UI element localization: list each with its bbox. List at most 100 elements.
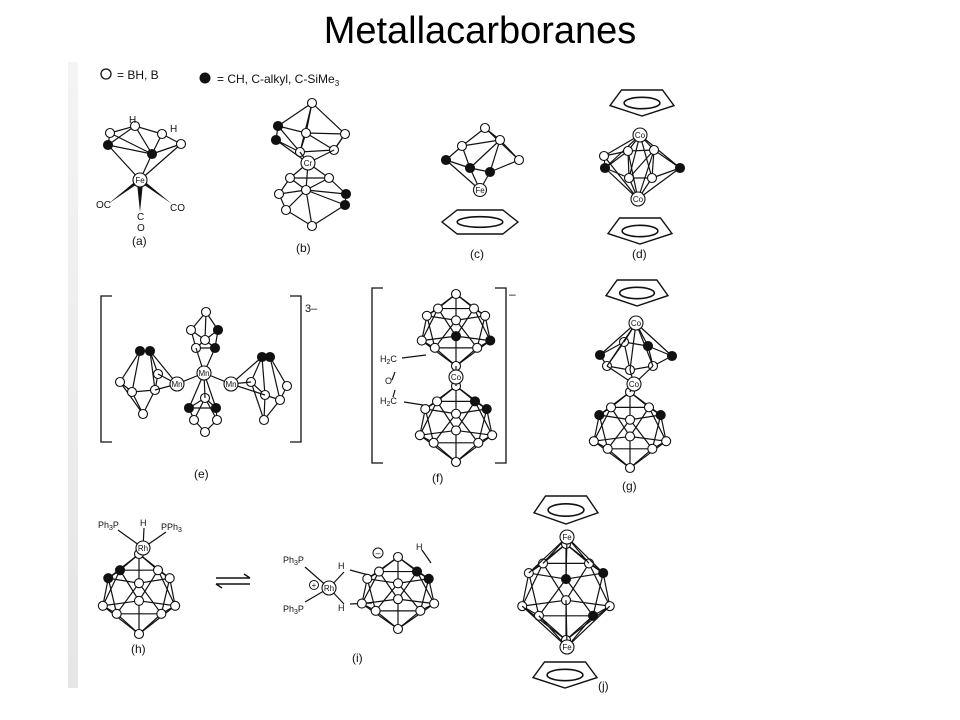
bond bbox=[305, 189, 347, 195]
metal-symbol: Co bbox=[635, 131, 646, 140]
metal-atom bbox=[559, 639, 575, 655]
bond bbox=[455, 408, 487, 415]
metal-atom bbox=[169, 376, 185, 392]
bond bbox=[538, 578, 567, 617]
arrow-back bbox=[215, 583, 250, 589]
metal-atom bbox=[628, 315, 644, 331]
bond bbox=[102, 605, 140, 635]
metal-atom bbox=[321, 580, 337, 596]
bond bbox=[522, 599, 567, 607]
page-title: Metallacarboranes bbox=[323, 10, 637, 52]
bond bbox=[401, 354, 427, 359]
metal-atom bbox=[196, 365, 212, 381]
legend-open-text: = BH, B bbox=[117, 68, 159, 82]
bond bbox=[635, 322, 654, 367]
h-ligand-h: H bbox=[140, 518, 147, 528]
bond bbox=[528, 572, 540, 616]
bond bbox=[419, 401, 438, 436]
bond bbox=[433, 413, 457, 444]
boron-atom bbox=[133, 628, 145, 640]
boron-atom bbox=[156, 128, 168, 140]
carbon-atom bbox=[272, 120, 284, 132]
bond bbox=[593, 440, 631, 469]
bond bbox=[361, 571, 380, 604]
boron-atom bbox=[431, 396, 443, 407]
bond bbox=[628, 149, 655, 179]
a-h-right: H bbox=[170, 124, 177, 135]
i-ligand-top-sub: 3 bbox=[294, 560, 298, 567]
boron-atom bbox=[480, 310, 491, 321]
structure-a: Fe bbox=[102, 120, 187, 212]
boron-atom bbox=[450, 408, 462, 419]
boron-atom bbox=[356, 598, 367, 609]
bond bbox=[565, 572, 604, 580]
boron-atom bbox=[362, 573, 373, 584]
label-j: (j) bbox=[598, 679, 609, 693]
metal-symbol: Cr bbox=[304, 159, 313, 168]
boron-atom bbox=[416, 335, 427, 346]
boron-atom bbox=[646, 172, 658, 184]
bond bbox=[305, 132, 335, 151]
bond bbox=[397, 556, 430, 580]
bond bbox=[455, 429, 493, 436]
bond bbox=[421, 340, 457, 367]
bond bbox=[542, 563, 567, 601]
bond bbox=[425, 408, 457, 415]
h-ligand-left-p: P bbox=[113, 520, 119, 530]
i-h-lower: H bbox=[338, 603, 345, 613]
boron-atom bbox=[450, 425, 462, 436]
bond bbox=[437, 308, 457, 337]
metal-symbol: Co bbox=[629, 380, 640, 389]
bond bbox=[566, 605, 611, 648]
bond bbox=[629, 407, 650, 437]
boron-atom bbox=[414, 430, 425, 441]
boron-atom bbox=[622, 145, 634, 157]
bond bbox=[299, 102, 313, 153]
aromatic-ring-inner bbox=[547, 503, 585, 517]
co-wedge bbox=[137, 183, 143, 212]
bond bbox=[469, 139, 501, 169]
figure-scan bbox=[68, 62, 700, 688]
boron-atom bbox=[170, 600, 181, 611]
bond bbox=[269, 356, 281, 401]
boron-atom bbox=[129, 120, 141, 132]
carbon-atom bbox=[134, 345, 146, 357]
bond bbox=[474, 401, 493, 436]
boron-atom bbox=[185, 324, 197, 336]
bond bbox=[592, 572, 604, 616]
bond bbox=[277, 102, 313, 127]
i-ligand-bottom-ph: Ph bbox=[283, 604, 294, 614]
bond bbox=[138, 600, 176, 607]
metal-atom bbox=[472, 182, 488, 198]
bond bbox=[403, 401, 424, 406]
legend-filled-subscript: 3 bbox=[335, 79, 340, 88]
aromatic-ring-inner bbox=[621, 224, 659, 238]
i-ligand-bottom-p: P bbox=[298, 604, 304, 614]
a-h-left: H bbox=[129, 115, 136, 126]
bond bbox=[489, 159, 520, 173]
boron-atom bbox=[133, 578, 145, 589]
equilibrium-arrows bbox=[215, 573, 251, 589]
bond bbox=[419, 578, 430, 611]
bond bbox=[424, 408, 435, 443]
boron-atom bbox=[487, 430, 498, 441]
bond bbox=[102, 569, 121, 607]
bond bbox=[598, 414, 609, 449]
bond bbox=[603, 155, 639, 200]
bond bbox=[277, 125, 301, 153]
boron-atom bbox=[373, 566, 385, 577]
f-bridge-top-c: C bbox=[390, 354, 397, 364]
f-bridge-top-sub: 2 bbox=[387, 359, 391, 366]
bond bbox=[305, 132, 346, 135]
bond bbox=[397, 571, 418, 600]
bond bbox=[419, 434, 457, 463]
bond bbox=[311, 102, 346, 135]
bond bbox=[566, 536, 604, 574]
metal-atom bbox=[132, 172, 148, 188]
bond bbox=[305, 189, 313, 227]
bond bbox=[528, 536, 568, 574]
bond bbox=[473, 308, 491, 341]
bond bbox=[107, 144, 153, 155]
i-ligand-top: Ph3P bbox=[283, 555, 304, 567]
